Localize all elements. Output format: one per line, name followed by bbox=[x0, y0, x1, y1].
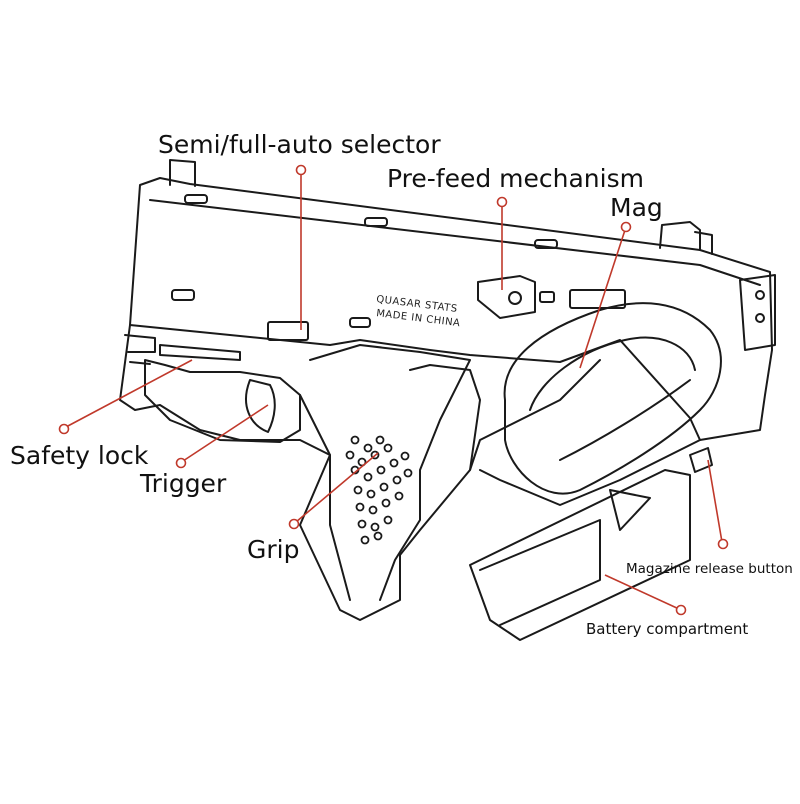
label-battery: Battery compartment bbox=[586, 620, 749, 638]
slide-slot-3 bbox=[534, 239, 558, 249]
prefeed-screw bbox=[508, 291, 522, 305]
label-selector: Semi/full-auto selector bbox=[158, 130, 441, 159]
prefeed-plate bbox=[477, 275, 536, 319]
mag-drum-ridge bbox=[559, 379, 691, 461]
slide-window bbox=[569, 289, 626, 309]
label-grip: Grip bbox=[247, 535, 300, 564]
mag-dot bbox=[620, 221, 632, 233]
rear-sight bbox=[169, 159, 196, 187]
grip-texture bbox=[345, 435, 413, 545]
mag-drum bbox=[503, 302, 722, 495]
slide-top-edge bbox=[149, 199, 761, 286]
mag-leader bbox=[579, 229, 626, 369]
safety-slot bbox=[159, 344, 241, 361]
slide-slot-4 bbox=[171, 289, 195, 301]
muzzle-dot-2 bbox=[755, 313, 765, 323]
slide-slot-2 bbox=[364, 217, 388, 227]
label-safety-lock: Safety lock bbox=[10, 441, 149, 470]
grip-panel bbox=[299, 394, 351, 601]
mag-release-button bbox=[689, 447, 713, 473]
grip-leader bbox=[295, 452, 379, 523]
trigger-dot bbox=[175, 457, 187, 469]
label-magazine-release: Magazine release button bbox=[626, 561, 793, 577]
release-dot bbox=[717, 538, 729, 550]
mag-front-face bbox=[479, 519, 601, 626]
selector-dot bbox=[295, 164, 307, 176]
muzzle-block bbox=[739, 274, 776, 351]
safety-dot bbox=[58, 423, 70, 435]
mag-body bbox=[469, 469, 691, 641]
label-trigger: Trigger bbox=[140, 469, 227, 498]
label-prefeed: Pre-feed mechanism bbox=[387, 164, 644, 193]
frame-rail-detail bbox=[124, 334, 156, 353]
frame-rail-detail-2 bbox=[129, 361, 151, 365]
trigger-guard bbox=[144, 359, 301, 443]
selector-switch bbox=[267, 321, 309, 341]
release-leader bbox=[707, 459, 723, 543]
mag-well bbox=[479, 439, 701, 506]
prefeed-dot bbox=[496, 196, 508, 208]
safety-leader bbox=[65, 359, 193, 428]
mag-drum-inner bbox=[529, 336, 696, 411]
slide-slot-5 bbox=[349, 317, 371, 328]
front-sight-b bbox=[694, 231, 713, 255]
front-sight bbox=[659, 221, 701, 251]
trigger bbox=[245, 379, 276, 433]
slide-outline bbox=[129, 177, 773, 441]
label-mag: Mag bbox=[610, 193, 663, 222]
muzzle-dot-1 bbox=[755, 290, 765, 300]
battery-leader bbox=[604, 574, 680, 610]
slide-slot-1 bbox=[184, 194, 208, 204]
grip-inner bbox=[409, 364, 481, 471]
trigger-leader bbox=[182, 404, 269, 462]
grip-dot bbox=[288, 518, 300, 530]
mag-window bbox=[609, 489, 651, 531]
prefeed-nub bbox=[539, 291, 555, 303]
battery-dot bbox=[675, 604, 687, 616]
grip-outline bbox=[309, 344, 471, 601]
